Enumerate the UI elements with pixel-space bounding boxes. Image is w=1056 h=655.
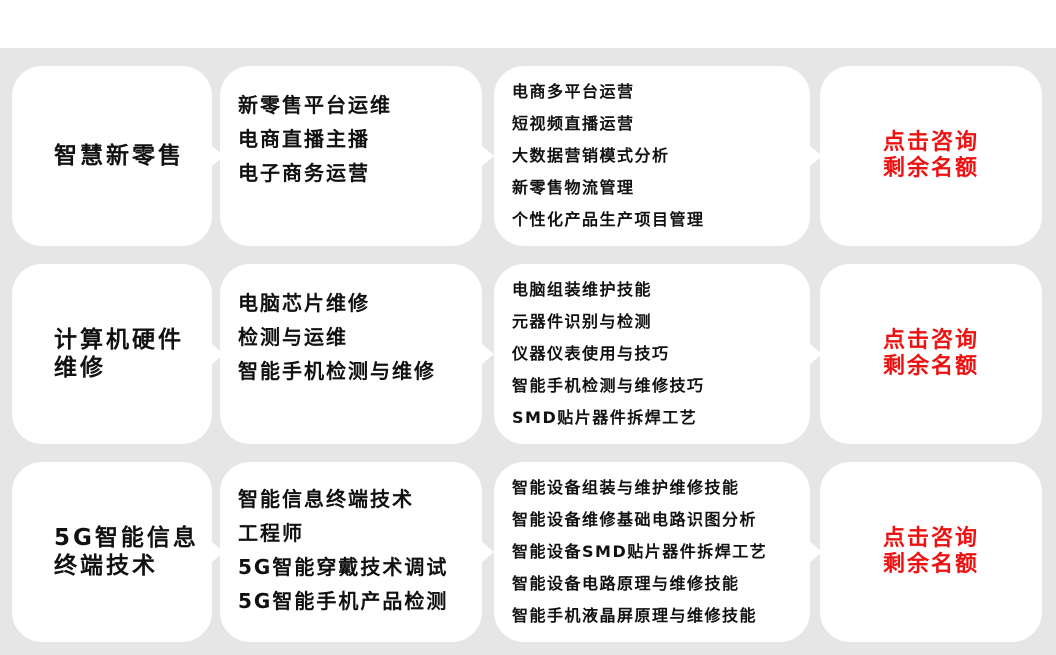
category-title: 计算机硬件 维修 [54, 326, 184, 382]
consult-label-line: 点击咨询 [882, 328, 979, 353]
consult-label: 点击咨询 剩余名额 [820, 328, 1042, 380]
category-title: 智慧新零售 [54, 142, 184, 170]
skill-item: 智能设备组装与维护维修技能 [512, 478, 740, 497]
major-item: 检测与运维 [238, 325, 348, 349]
major-item: 智能手机检测与维修 [238, 359, 436, 383]
top-banner [0, 0, 1056, 48]
category-card: 5G智能信息 终端技术 [12, 462, 224, 642]
remaining-seats-line: 剩余名额 [882, 552, 979, 577]
skills-card: 电脑组装维护技能 元器件识别与检测 仪器仪表使用与技巧 智能手机检测与维修技巧 … [494, 264, 822, 444]
major-item: 智能信息终端技术 [238, 487, 414, 511]
consult-label: 点击咨询 剩余名额 [820, 526, 1042, 578]
skills-list: 电商多平台运营 短视频直播运营 大数据营销模式分析 新零售物流管理 个性化产品生… [512, 76, 705, 236]
skill-item: 智能设备SMD贴片器件拆焊工艺 [512, 542, 768, 561]
majors-list: 新零售平台运维 电商直播主播 电子商务运营 [238, 88, 392, 190]
major-item: 电脑芯片维修 [238, 291, 370, 315]
skills-card: 智能设备组装与维护维修技能 智能设备维修基础电路识图分析 智能设备SMD贴片器件… [494, 462, 822, 642]
category-title: 5G智能信息 终端技术 [54, 524, 199, 580]
skill-item: 仪器仪表使用与技巧 [512, 344, 670, 363]
skill-item: 短视频直播运营 [512, 114, 635, 133]
program-row-retail: 智慧新零售 新零售平台运维 电商直播主播 电子商务运营 电商多平台运营 短视频直… [0, 66, 1056, 246]
consult-label-line: 点击咨询 [882, 526, 979, 551]
program-row-5g: 5G智能信息 终端技术 智能信息终端技术 工程师 5G智能穿戴技术调试 5G智能… [0, 462, 1056, 642]
skill-item: 智能设备维修基础电路识图分析 [512, 510, 758, 529]
skills-list: 智能设备组装与维护维修技能 智能设备维修基础电路识图分析 智能设备SMD贴片器件… [512, 472, 767, 632]
category-title-line: 计算机硬件 [54, 327, 184, 353]
skill-item: 智能手机检测与维修技巧 [512, 376, 705, 395]
consult-button[interactable]: 点击咨询 剩余名额 [820, 66, 1042, 246]
major-item: 新零售平台运维 [238, 93, 392, 117]
remaining-seats-line: 剩余名额 [882, 354, 979, 379]
majors-card: 智能信息终端技术 工程师 5G智能穿戴技术调试 5G智能手机产品检测 [220, 462, 494, 642]
skills-card: 电商多平台运营 短视频直播运营 大数据营销模式分析 新零售物流管理 个性化产品生… [494, 66, 822, 246]
program-row-hardware: 计算机硬件 维修 电脑芯片维修 检测与运维 智能手机检测与维修 电脑组装维护技能… [0, 264, 1056, 444]
consult-button[interactable]: 点击咨询 剩余名额 [820, 264, 1042, 444]
major-item: 5G智能手机产品检测 [238, 589, 449, 613]
skill-item: 大数据营销模式分析 [512, 146, 670, 165]
majors-card: 新零售平台运维 电商直播主播 电子商务运营 [220, 66, 494, 246]
consult-label: 点击咨询 剩余名额 [820, 130, 1042, 182]
skill-item: 智能设备电路原理与维修技能 [512, 574, 740, 593]
major-item: 电商直播主播 [238, 127, 370, 151]
skill-item: 个性化产品生产项目管理 [512, 210, 705, 229]
majors-list: 智能信息终端技术 工程师 5G智能穿戴技术调试 5G智能手机产品检测 [238, 482, 448, 618]
majors-list: 电脑芯片维修 检测与运维 智能手机检测与维修 [238, 286, 436, 388]
skill-item: 新零售物流管理 [512, 178, 635, 197]
major-item: 工程师 [238, 521, 304, 545]
majors-card: 电脑芯片维修 检测与运维 智能手机检测与维修 [220, 264, 494, 444]
skill-item: 电脑组装维护技能 [512, 280, 653, 299]
skill-item: 电商多平台运营 [512, 82, 635, 101]
category-title-line: 5G智能信息 [54, 525, 199, 551]
category-title-line: 维修 [54, 355, 106, 381]
skills-list: 电脑组装维护技能 元器件识别与检测 仪器仪表使用与技巧 智能手机检测与维修技巧 … [512, 274, 705, 434]
skill-item: 智能手机液晶屏原理与维修技能 [512, 606, 758, 625]
major-item: 电子商务运营 [238, 161, 370, 185]
skill-item: SMD贴片器件拆焊工艺 [512, 408, 698, 427]
skill-item: 元器件识别与检测 [512, 312, 653, 331]
category-card: 智慧新零售 [12, 66, 224, 246]
category-title-line: 智慧新零售 [54, 143, 184, 169]
major-item: 5G智能穿戴技术调试 [238, 555, 449, 579]
category-card: 计算机硬件 维修 [12, 264, 224, 444]
remaining-seats-line: 剩余名额 [882, 156, 979, 181]
category-title-line: 终端技术 [54, 553, 158, 579]
consult-button[interactable]: 点击咨询 剩余名额 [820, 462, 1042, 642]
consult-label-line: 点击咨询 [882, 130, 979, 155]
